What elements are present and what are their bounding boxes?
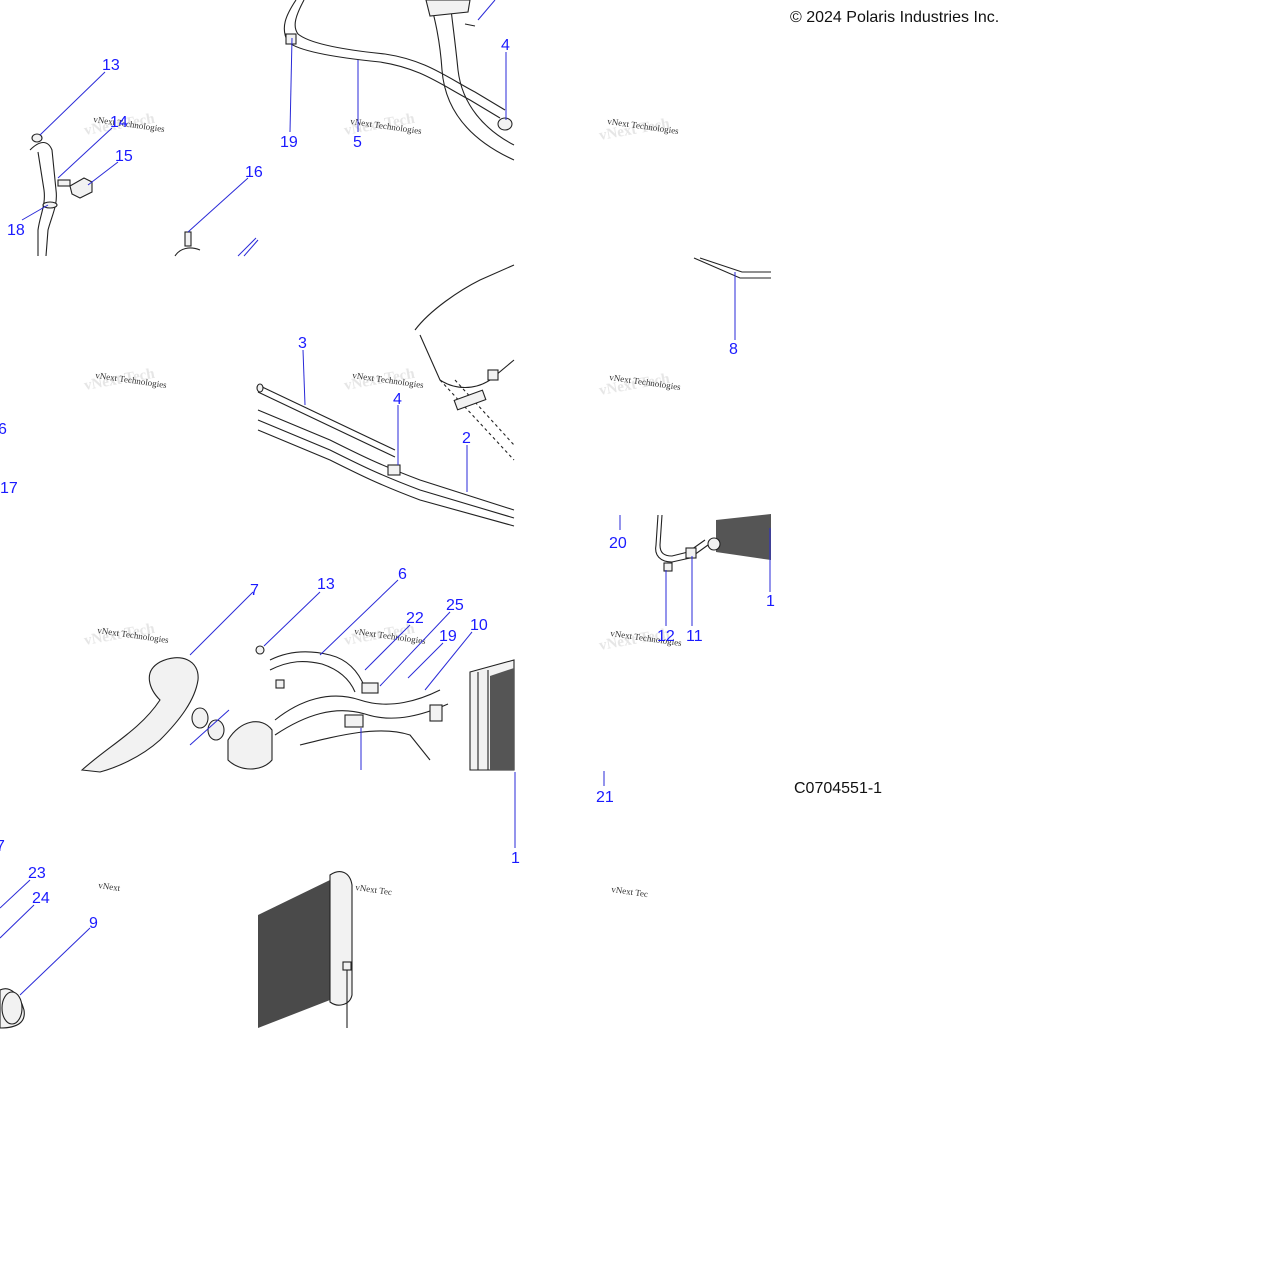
label-6-left: 6 <box>0 421 7 438</box>
label-16: 16 <box>245 164 263 181</box>
label-20: 20 <box>609 535 627 552</box>
copyright-notice: © 2024 Polaris Industries Inc. <box>790 9 1000 26</box>
tile-bottom-left <box>0 988 25 1029</box>
label-10: 10 <box>470 617 488 634</box>
label-23: 23 <box>28 865 46 882</box>
condenser-core-lower-left <box>490 668 514 770</box>
tile-lower-left <box>80 645 515 773</box>
label-8: 8 <box>729 341 738 358</box>
label-24: 24 <box>32 890 50 907</box>
label-1: 1 <box>511 850 520 867</box>
label-17: 17 <box>0 480 18 497</box>
tile-right-lower <box>655 514 771 572</box>
label-4-center: 4 <box>393 391 402 408</box>
label-19: 19 <box>280 134 298 151</box>
tile-center <box>256 264 515 527</box>
svg-text:vNext Tec: vNext Tec <box>355 882 393 897</box>
leader-lines <box>0 0 771 996</box>
label-19-lower: 19 <box>439 628 457 645</box>
tile-top-left <box>29 133 201 257</box>
label-13-lower: 13 <box>317 576 335 593</box>
watermarks: vNext Tech vNext Technologies vNext Tech… <box>83 111 683 899</box>
label-12: 12 <box>657 628 675 645</box>
label-2: 2 <box>462 430 471 447</box>
label-21: 21 <box>596 789 614 806</box>
label-7: 7 <box>250 582 259 599</box>
label-11: 11 <box>686 628 703 645</box>
svg-text:vNext: vNext <box>98 880 122 893</box>
label-13: 13 <box>102 57 120 74</box>
tile-top-middle <box>283 0 515 161</box>
svg-text:vNext Tec: vNext Tec <box>611 884 649 899</box>
label-22: 22 <box>406 610 424 627</box>
label-15: 15 <box>115 148 133 165</box>
label-1-right: 1 <box>766 593 775 610</box>
tile-right-middle <box>693 257 771 279</box>
part-labels: 13 14 15 16 18 19 5 4 3 4 2 8 6 17 7 13 … <box>0 37 775 932</box>
label-14: 14 <box>110 114 128 131</box>
label-25: 25 <box>446 597 464 614</box>
label-3: 3 <box>298 335 307 352</box>
label-7-left: 7 <box>0 838 5 855</box>
label-18: 18 <box>7 222 25 239</box>
label-9: 9 <box>89 915 98 932</box>
tile-bottom-middle <box>258 871 353 1028</box>
label-4: 4 <box>501 37 510 54</box>
label-5: 5 <box>353 134 362 151</box>
label-6: 6 <box>398 566 407 583</box>
diagram-code: C0704551-1 <box>794 780 883 797</box>
